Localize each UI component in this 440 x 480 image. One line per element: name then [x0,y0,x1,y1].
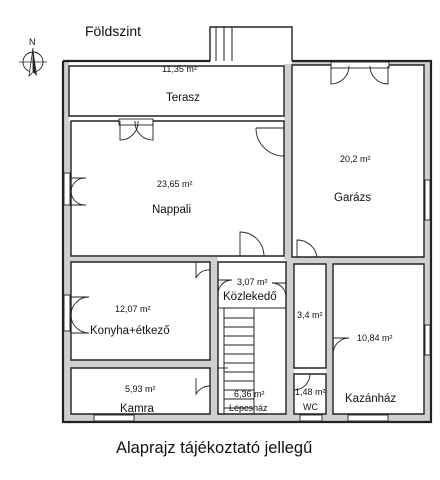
room-name-garazs: Garázs [334,192,371,204]
room-area-konyha: 12,07 m² [115,304,151,314]
entrance-stair [209,26,293,61]
room-wc: 1,48 m² WC [295,387,326,412]
room-area-garazs: 20,2 m² [340,154,371,164]
room-area-kamra: 5,93 m² [125,384,156,394]
room-garazs: 20,2 m² Garázs [334,154,371,204]
staircase [223,308,255,414]
north-arrow-icon: N [19,37,47,78]
room-konyha: 12,07 m² Konyha+étkező [90,304,170,337]
room-folyoso: 3,4 m² [297,310,323,320]
room-kozlekedo: 3,07 m² Közlekedő [223,277,277,303]
room-name-terasz: Terasz [166,92,200,104]
room-name-konyha: Konyha+étkező [90,325,170,337]
room-area-wc: 1,48 m² [295,387,326,397]
caption: Alaprajz tájékoztató jellegű [116,439,312,457]
room-name-nappali: Nappali [152,204,191,216]
room-area-kazanhaz: 10,84 m² [357,333,393,343]
compass-letter: N [29,37,36,47]
room-name-kamra: Kamra [120,403,154,415]
room-name-kazanhaz: Kazánház [345,393,396,405]
room-terasz: 11,35 m² Terasz [162,64,200,104]
room-kazanhaz: 10,84 m² Kazánház [345,333,396,405]
room-area-terasz: 11,35 m² [162,64,197,74]
room-name-kozlekedo: Közlekedő [223,291,277,303]
outer-walls [61,59,433,424]
windows [63,61,431,422]
room-name-lepcsohaz: Lépcsház [229,403,268,413]
room-kamra: 5,93 m² Kamra [120,384,156,415]
room-area-folyoso: 3,4 m² [297,310,323,320]
room-area-nappali: 23,65 m² [157,179,193,189]
room-area-kozlekedo: 3,07 m² [237,277,268,287]
room-nappali: 23,65 m² Nappali [152,179,193,216]
page-title: Földszint [85,23,141,39]
room-name-wc: WC [303,402,318,412]
room-area-lepcsohaz: 6,36 m² [234,389,265,399]
room-lepcsohaz: 6,36 m² Lépcsház [229,389,268,413]
doors [70,65,389,396]
